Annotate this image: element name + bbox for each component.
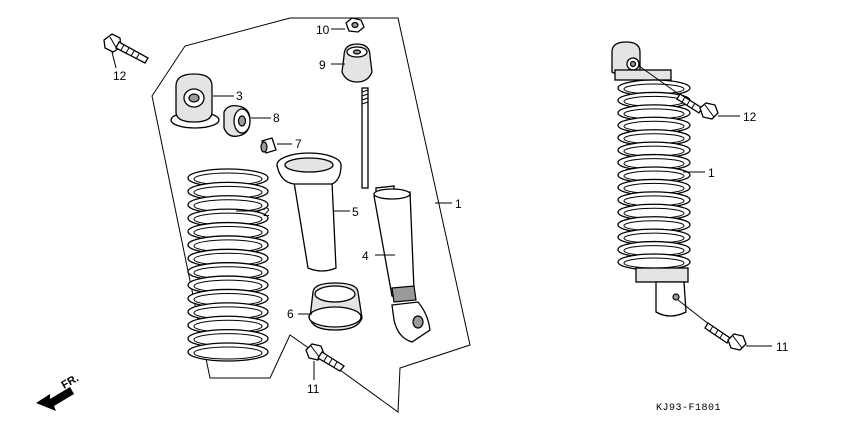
callout-10: 10 bbox=[316, 23, 330, 37]
callout-5: 5 bbox=[352, 205, 359, 219]
part-11-bolt-side bbox=[677, 299, 772, 351]
part-10-nut bbox=[331, 17, 365, 33]
callout-12-main: 12 bbox=[113, 69, 127, 83]
callout-9: 9 bbox=[319, 58, 326, 72]
part-9-upper-rubber bbox=[331, 43, 373, 83]
callout-12-side: 12 bbox=[743, 110, 757, 124]
callout-1-main: 1 bbox=[455, 197, 462, 211]
part-5-dust-tube bbox=[276, 152, 350, 272]
direction-label: FR. bbox=[60, 372, 81, 391]
main-spring-coil-13 bbox=[187, 342, 269, 362]
front-direction-arrow-icon bbox=[36, 387, 74, 411]
assembled-shock-absorber bbox=[611, 41, 691, 317]
part-12-bolt-side bbox=[638, 65, 740, 120]
callout-3: 3 bbox=[236, 89, 243, 103]
callout-11-main: 11 bbox=[307, 382, 320, 396]
callout-1-side: 1 bbox=[708, 166, 715, 180]
callout-11-side: 11 bbox=[776, 340, 789, 354]
callout-6: 6 bbox=[287, 307, 294, 321]
callout-8: 8 bbox=[273, 111, 280, 125]
part-11-bolt-lower bbox=[305, 343, 345, 380]
callout-7: 7 bbox=[295, 137, 302, 151]
part-6-rubber-seat bbox=[298, 282, 363, 331]
part-8-bushing bbox=[223, 104, 271, 137]
part-4-damper bbox=[361, 87, 431, 343]
part-7-collar bbox=[260, 137, 292, 154]
part-12-bolt-upper bbox=[103, 33, 149, 69]
part-2-coil-spring bbox=[187, 168, 269, 362]
part-3-upper-bushing bbox=[170, 73, 234, 129]
figure-code: KJ93-F1801 bbox=[656, 403, 721, 414]
callout-2: 2 bbox=[263, 205, 270, 219]
callout-4: 4 bbox=[362, 249, 369, 263]
assembly-outline bbox=[151, 17, 471, 413]
main-spring-coil-inner-13 bbox=[193, 346, 263, 360]
